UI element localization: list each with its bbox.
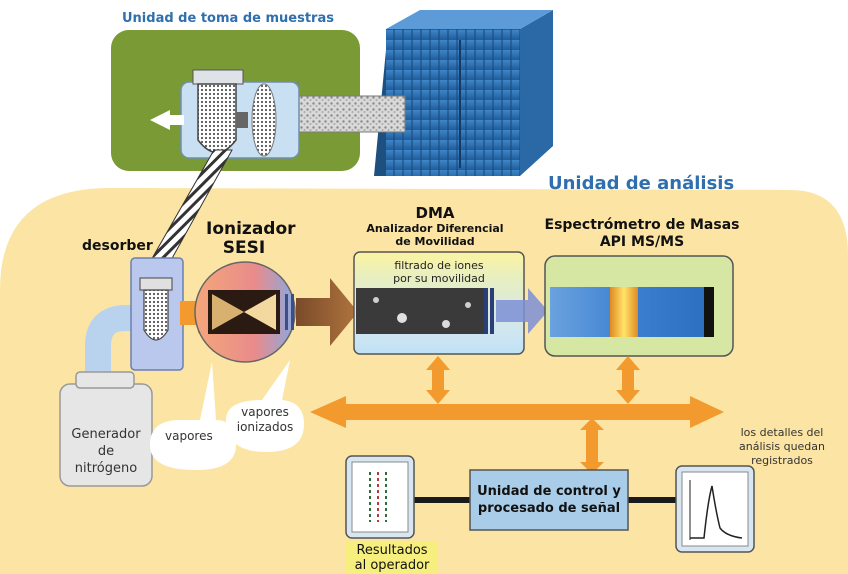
results-label: Resultados al operador — [346, 543, 438, 573]
control-unit-label: Unidad de control y procesado de señal — [470, 483, 628, 517]
shipping-container-image — [374, 10, 553, 176]
ionizer-label: Ionizador SESI — [206, 219, 296, 258]
dma-subtitle-line1: Analizador Diferencial — [366, 222, 504, 235]
ionized-line1: vapores — [241, 405, 289, 419]
log-monitor — [675, 465, 755, 553]
ms-bus-link — [616, 356, 640, 404]
dma-bus-link — [426, 356, 450, 404]
control-line1: Unidad de control y — [477, 484, 621, 499]
ionizer-label-line2: SESI — [222, 238, 266, 258]
dma-filter-label: filtrado de iones por su movilidad — [354, 259, 524, 285]
dma-device — [353, 251, 548, 355]
results-line1: Resultados — [356, 543, 428, 558]
desorber-device — [130, 257, 184, 371]
arrow-to-dma — [296, 278, 358, 346]
nitrogen-line2: de — [97, 444, 115, 459]
control-line2: procesado de señal — [477, 501, 621, 516]
nitrogen-line3: nitrógeno — [74, 461, 138, 476]
details-line1: los detalles del — [740, 426, 824, 439]
data-bus-arrow — [310, 396, 724, 428]
sampling-unit-title: Unidad de toma de muestras — [122, 11, 334, 26]
results-monitor — [345, 455, 415, 539]
dma-title: DMA — [415, 204, 455, 222]
nitrogen-line1: Generador — [71, 427, 141, 442]
details-line3: registrados — [751, 454, 813, 467]
dma-label: DMA Analizador Diferencial de Movilidad — [350, 204, 520, 249]
ionized-vapors-bubble — [226, 360, 304, 452]
analysis-unit-title: Unidad de análisis — [548, 173, 735, 194]
nitrogen-generator-label: Generador de nitrógeno — [60, 426, 152, 477]
results-line2: al operador — [354, 558, 430, 573]
ionizer-label-line1: Ionizador — [206, 219, 296, 239]
results-highlight — [346, 542, 438, 574]
vapors-bubble — [150, 362, 236, 470]
dma-filter-line1: filtrado de iones — [394, 259, 484, 272]
desorber-label: desorber — [82, 238, 153, 254]
dma-filter-line2: por su movilidad — [393, 272, 485, 285]
control-unit-box — [469, 469, 629, 531]
mass-spectrometer-label: Espectrómetro de Masas API MS/MS — [530, 217, 754, 251]
control-bus-link — [580, 418, 604, 474]
dma-subtitle-line2: de Movilidad — [395, 235, 475, 248]
ionized-line2: ionizados — [236, 420, 294, 434]
details-line2: análisis quedan — [739, 440, 825, 453]
sampler-device — [150, 69, 300, 159]
ms-label-line1: Espectrómetro de Masas — [544, 217, 740, 233]
vapors-label: vapores — [165, 429, 213, 443]
ms-label-line2: API MS/MS — [599, 234, 685, 250]
sesi-ionizer — [194, 261, 296, 363]
ionized-vapors-label: vapores ionizados — [228, 405, 302, 435]
nitrogen-pipe — [85, 305, 152, 430]
mass-spectrometer-device — [544, 255, 734, 357]
analysis-details-label: los detalles del análisis quedan registr… — [728, 426, 836, 468]
